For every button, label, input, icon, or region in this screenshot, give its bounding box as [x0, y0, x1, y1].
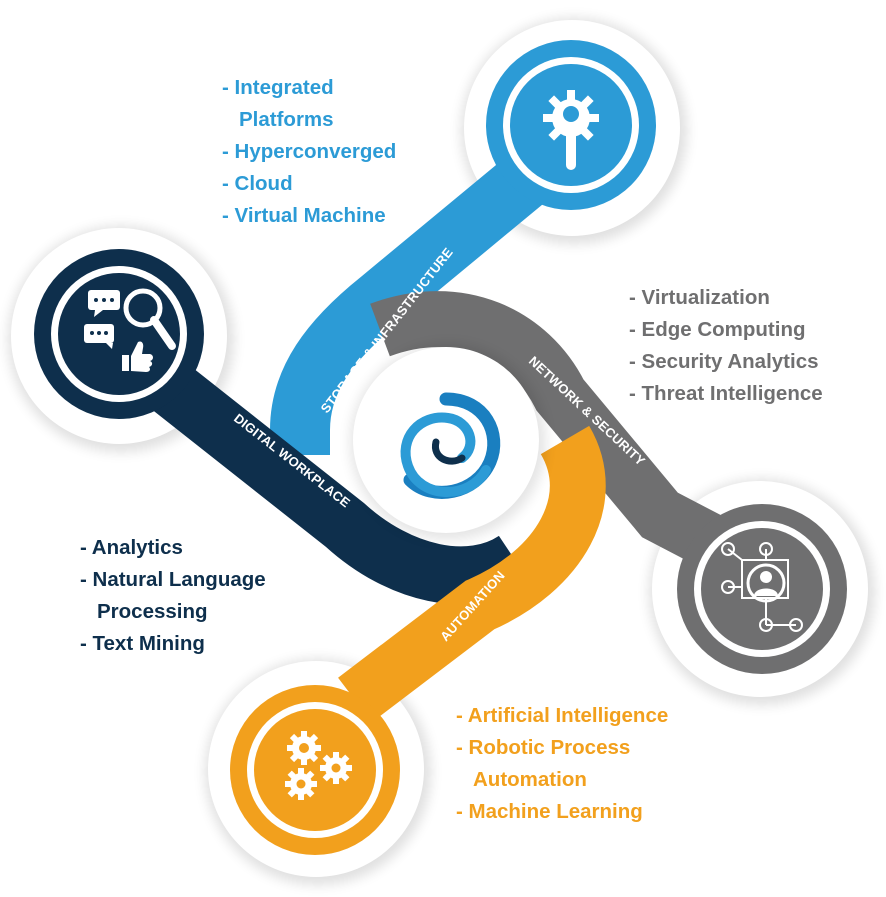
gear-wrench-icon	[543, 90, 599, 170]
user-silhouette-icon	[754, 571, 778, 596]
list-item: - Natural Language	[80, 568, 266, 591]
node-network	[677, 504, 847, 674]
list-item: - Machine Learning	[456, 800, 643, 823]
list-item: Platforms	[239, 108, 334, 131]
list-item: - Artificial Intelligence	[456, 704, 669, 727]
band-storage	[270, 156, 545, 455]
list-item: - Text Mining	[80, 632, 205, 655]
list-item: - Analytics	[80, 536, 183, 559]
list-digital: - Analytics - Natural Language Processin…	[80, 532, 266, 660]
band-network	[370, 291, 721, 565]
chat-search-thumbs-up-icon	[84, 288, 176, 372]
band-automation	[338, 425, 606, 723]
node-storage	[486, 40, 656, 210]
list-item: Processing	[97, 600, 208, 623]
swirl-logo-icon	[400, 392, 501, 499]
list-item: - Security Analytics	[629, 350, 819, 373]
list-item: - Hyperconverged	[222, 140, 397, 163]
list-item: - Integrated	[222, 76, 334, 99]
list-item: - Virtualization	[629, 286, 770, 309]
list-item: Automation	[473, 768, 587, 791]
inner-automation	[254, 709, 376, 831]
list-storage: - Integrated Platforms - Hyperconverged …	[222, 72, 396, 232]
list-automation: - Artificial Intelligence - Robotic Proc…	[456, 700, 668, 828]
user-network-icon	[721, 542, 803, 632]
list-item: - Threat Intelligence	[629, 382, 823, 405]
list-item: - Virtual Machine	[222, 204, 386, 227]
center-disc	[350, 344, 546, 540]
node-automation	[230, 685, 400, 855]
node-digital	[34, 249, 204, 419]
list-item: - Edge Computing	[629, 318, 806, 341]
list-item: - Robotic Process	[456, 736, 631, 759]
list-network: - Virtualization - Edge Computing - Secu…	[629, 282, 823, 410]
list-item: - Cloud	[222, 172, 293, 195]
